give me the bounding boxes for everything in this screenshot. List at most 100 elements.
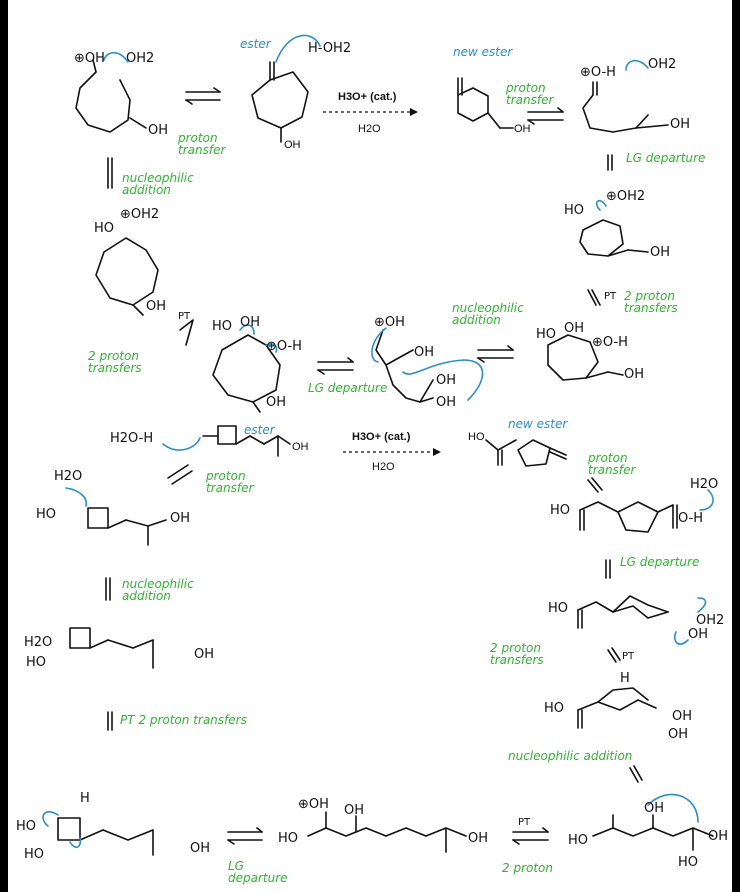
k2-ho-label: HO [548,601,569,616]
i5-oh-tail-label: OH [624,367,645,382]
j4-oh-b-label: OH [344,803,365,818]
eq-arrow-j3 [227,827,263,845]
i2-oh2-label: ⊕OH2 [120,207,160,222]
r2-two-pt-c: 2 proton [502,861,553,875]
r1-pt-b: PT [604,291,617,302]
k4-oh-label: OH [644,801,665,816]
r1-lg-depart-b: LG departure [308,381,388,395]
j3-ho-b-label: HO [24,847,45,862]
r1-starting-lactone [251,61,309,143]
i7-oh-tail-label: OH [670,117,691,132]
k1-h2o-label: H2O [690,477,719,492]
j2-ho-label: HO [26,655,47,670]
eq-arrow-j0 [167,464,193,485]
eq-arrow-j1 [105,577,111,601]
k1-ho-label: HO [550,503,571,518]
r2-pt-b: PT [622,651,635,662]
eq-arrow-left-1 [107,157,113,189]
j1-structure [65,487,167,546]
eq-arrow-4 [527,107,564,125]
i6-oh2-label: ⊕OH2 [606,189,646,204]
eq-arrow-j2 [107,711,113,731]
i2-structure [95,237,159,316]
i5-ho-label: HO [536,327,557,342]
k1-oh-label: O-H [678,511,704,526]
r2-reagent: H3O+ (cat.) [352,431,411,443]
i7-oh-label: ⊕O-H [580,65,616,80]
j2-h2o-label: H2O [24,635,53,650]
r2-proton-transfer-a: proton transfer [206,469,254,495]
r2-reaction-arrow [343,448,441,456]
i1-oh-ring-label: OH [148,123,169,138]
r2-prod-ho: HO [468,431,485,443]
sm-arrow [275,34,321,63]
i7-structure [582,59,669,133]
j1-oh-label: OH [170,511,191,526]
pt-arrow-left [179,319,194,346]
i1-oh-label: ⊕OH [74,51,105,66]
eq-arrow-right-1 [587,154,613,306]
i2-oh-label: OH [146,299,167,314]
j1-h2o-label: H2O [54,469,83,484]
eq-arrow-3 [477,345,514,363]
i4-oh-a-label: OH [414,345,435,360]
r2-new-ester-label: new ester [508,417,568,431]
k3-oh-label: OH [672,709,693,724]
k2-structure [577,595,707,645]
r2-lg-depart-b: LG departure [620,555,700,569]
eq-arrow-k0 [587,477,603,493]
r2-proton-transfer-b: proton transfer [588,451,636,477]
eq-arrow-k2 [607,647,621,663]
r1-two-pt-b: 2 proton transfers [624,289,678,315]
r2-nuc-add-b: nucleophilic addition [508,749,633,763]
r1-sm-oh: OH [284,139,301,151]
r2-starting-lactone [162,425,291,457]
i3-h-label: ⊕O-H [266,339,302,354]
r2-ester-label: ester [244,423,275,437]
r1-lg-depart-a: LG departure [626,151,706,165]
r1-reagent: H3O+ (cat.) [338,91,397,103]
i4-oh-b-label: OH [436,373,457,388]
k4-structure [592,793,714,851]
r1-pt-a: PT [178,311,191,322]
i6-ho-label: HO [564,203,585,218]
k4-ho-b-label: HO [678,855,699,870]
k2-oh2-label: OH2 [696,613,725,628]
r1-prod-oh: OH [514,123,531,135]
r1-nuc-add-a: nucleophilic addition [122,171,194,197]
r2-pt-c: PT [518,817,531,828]
j1-ho-label: HO [36,507,57,522]
i4-structure [371,327,484,403]
i3-oh-b-label: OH [266,395,287,410]
k2-oh-label: OH [688,627,709,642]
r1-product-lactone [457,77,514,129]
r2-solvent: H2O [372,461,395,473]
r2-product-lactone [485,439,567,467]
k4-ho-label: HO [568,833,589,848]
k1-structure [579,489,714,533]
eq-arrow-2 [317,357,354,375]
i6-structure [579,199,649,257]
j4-oh-label: ⊕OH [298,797,329,812]
eq-arrow-k1 [605,559,611,579]
j3-ho-label: HO [16,819,37,834]
k3-ho-label: HO [544,701,565,716]
i5-structure [547,334,624,381]
i5-h-label: ⊕O-H [592,335,628,350]
r2-h2o-h: H2O-H [110,431,154,446]
i1-structure [75,51,147,133]
j3-oh-label: OH [190,841,211,856]
i6-oh-label: OH [650,245,671,260]
r1-ester-label: ester [240,37,271,51]
i2-ho-label: HO [94,221,115,236]
k4-oh-b-label: OH [708,829,729,844]
j3-structure [42,811,154,856]
i3-oh-label: OH [240,315,261,330]
i4-oh-c-label: OH [436,395,457,410]
i4-oh-label: ⊕OH [374,315,405,330]
mechanism-drawing [42,34,714,856]
r2-two-pt-b: 2 proton transfers [490,641,544,667]
j4-oh-c-label: OH [468,831,489,846]
k3-structure [577,687,657,729]
